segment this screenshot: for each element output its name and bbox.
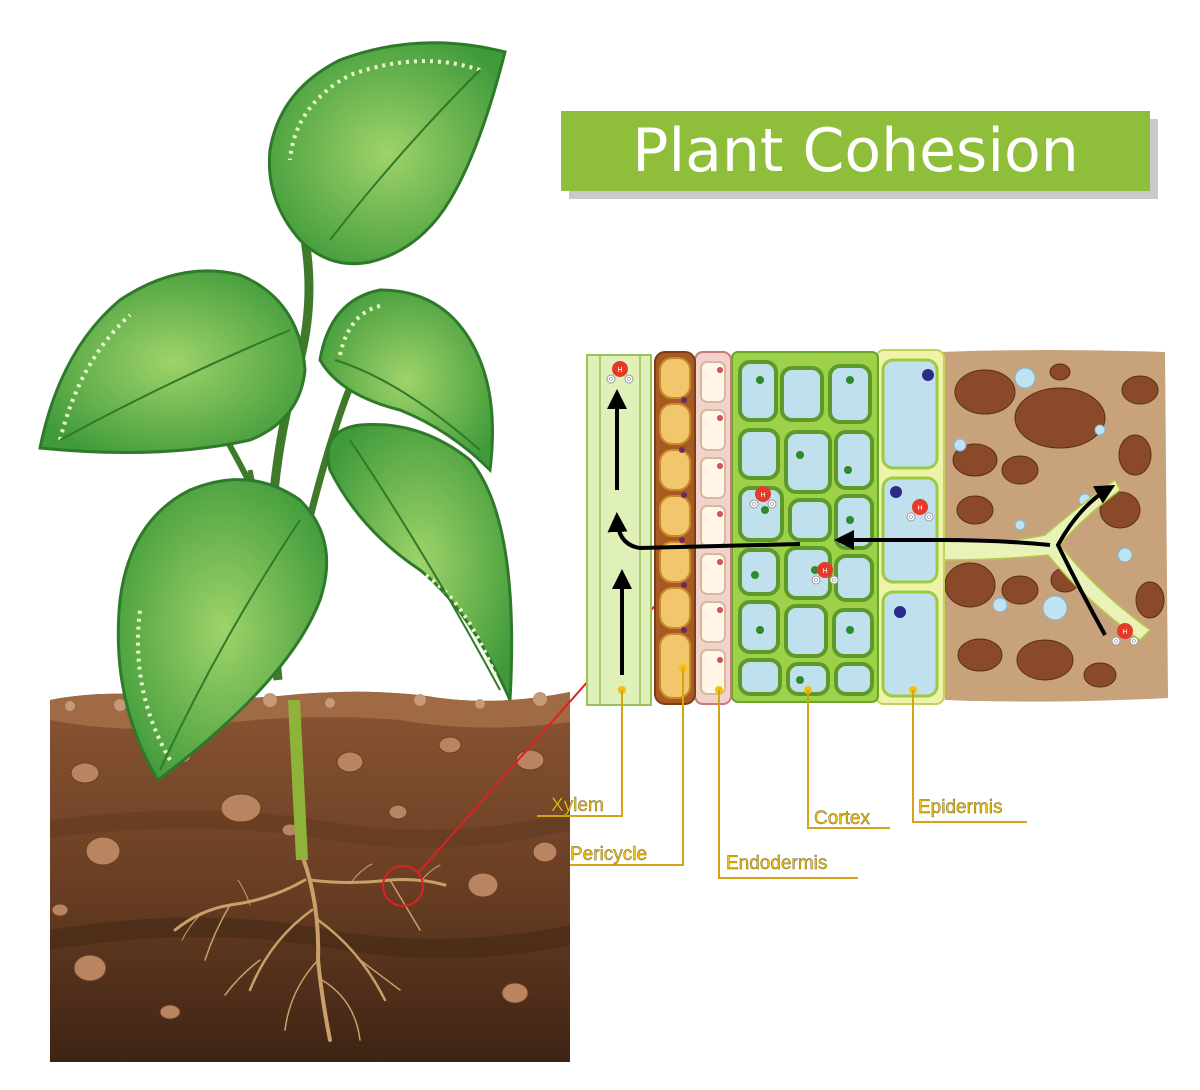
label-endodermis: Endodermis <box>726 853 828 874</box>
page-title: Plant Cohesion <box>632 116 1079 186</box>
plant-leaves <box>38 41 514 783</box>
molecule-h-label: H <box>917 505 922 512</box>
molecule-o-label: O <box>909 515 913 521</box>
molecule-o-label: O <box>770 502 774 508</box>
molecule-h-label: H <box>1122 629 1127 636</box>
water-molecules <box>606 361 1139 646</box>
molecule-o-label: O <box>609 377 613 383</box>
molecule-h-label: H <box>617 367 622 374</box>
molecule-h-label: H <box>760 492 765 499</box>
molecule-o-label: O <box>927 515 931 521</box>
root-cross-section <box>586 349 1168 706</box>
molecule-o-label: O <box>627 377 631 383</box>
label-cortex: Cortex <box>814 808 870 829</box>
molecule-o-label: O <box>814 578 818 584</box>
molecule-o-label: O <box>1114 639 1118 645</box>
molecule-o-label: O <box>752 502 756 508</box>
title-banner: Plant Cohesion <box>561 111 1150 191</box>
molecule-o-label: O <box>1132 639 1136 645</box>
label-leaders <box>537 664 1027 879</box>
molecule-o-label: O <box>832 578 836 584</box>
label-pericycle: Pericycle <box>570 844 648 865</box>
molecule-h-label: H <box>822 568 827 575</box>
label-xylem: Xylem <box>551 795 604 816</box>
water-path-arrows <box>607 389 1116 675</box>
label-epidermis: Epidermis <box>918 797 1003 818</box>
